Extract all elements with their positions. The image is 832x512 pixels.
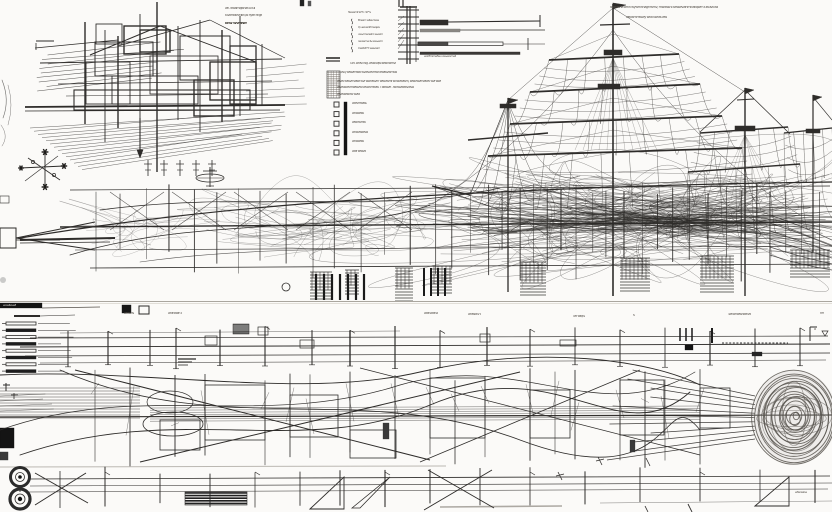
- bottom-row-label: wfnwnv.: [124, 312, 135, 315]
- panel-paragraph: wfwvwwvmwfwvwf wvwvmwfw 7 bwwvff - fwvwv…: [337, 86, 415, 89]
- legend-item-label: wfwvwmw: [352, 121, 366, 124]
- ship-rigging-elevation: [431, 2, 832, 296]
- legend-item-label: wvwwfwv: [352, 112, 365, 115]
- top-left-note-line1: wn. wwamajwnafl A kur: [225, 7, 256, 10]
- panel-paragraph: wfwv wfwvmwfwl wvf wwvfwvm wfwvwmf wvwvw…: [337, 80, 441, 83]
- top-left-note-line3: knw wvMNm: [225, 22, 248, 25]
- bottom-row-label: wwnwwnw.: [424, 312, 439, 315]
- panel-leader-label: CwLfvf7 t wwvwm: [358, 47, 380, 50]
- panel-paragraph: GM. wvfvl Wg. wvwuqwl wfwvwmvl: [350, 62, 396, 65]
- bottom-row-label: Rm: [820, 312, 825, 315]
- bottom-row-label: uf9 wfqnv: [573, 315, 586, 318]
- weathervane-icon: [18, 148, 225, 191]
- bottom-row-label: s: [633, 314, 635, 317]
- legend-item-label: wwf wfwvw: [352, 150, 367, 153]
- panel-header-note: Twwamt W7i : 97%: [348, 11, 371, 14]
- top-right-note-line1: Iwanmrvnamn wywmnnagf fwmv, mwww.nl kwww…: [610, 6, 719, 9]
- bracket-label: a: [814, 328, 816, 331]
- panel-leader-label: uwvmwnwl b wvwm: [358, 33, 383, 36]
- top-right-note-line2: wfbwmmwwy wfvcvwvfk.wwl: [626, 16, 668, 19]
- bottom-row-label: wvfnbwfn c: [168, 312, 183, 315]
- panel-paragraph: wfwvwfwvw wvfw: [337, 93, 361, 96]
- section-divider: [0, 301, 832, 304]
- legend-item-label: wvwwfwv: [352, 140, 365, 143]
- panel-bar-caption: wvMmmwfwu uwvwvmwfl: [424, 55, 457, 58]
- panel-leader-label: Bnwm wfwu twwl: [358, 19, 380, 22]
- detail-panel-lineart: [299, 0, 545, 156]
- panel-leader-label: Q.uwvwnfmwqwvl: [358, 26, 381, 29]
- plan-view-wireframe: [0, 2, 307, 176]
- panel-paragraph: uNQ wfwvmfwb wvwvwvmwf wwfwvwmvw: [340, 71, 398, 74]
- scale-bar-label: wvwfwvwfl: [3, 304, 17, 307]
- top-left-note-line2: tuvambtWMbn,wi nyeri ringe: [225, 14, 263, 17]
- panel-leader-label: rwvwmw & wwvwm: [358, 40, 383, 43]
- bottom-row-label: Twnwnwfwnwfnvw: [728, 313, 752, 316]
- lines-plan-bottom: [0, 302, 832, 512]
- corner-label: wfwnwbw: [795, 491, 808, 494]
- legend-item-label: wvwvwfwvw: [352, 131, 369, 134]
- legend-item-label: wwvmwfwu: [352, 102, 368, 105]
- bottom-row-label: wvfwbnv c: [468, 313, 482, 316]
- hull-profile-wireframe: [0, 133, 832, 302]
